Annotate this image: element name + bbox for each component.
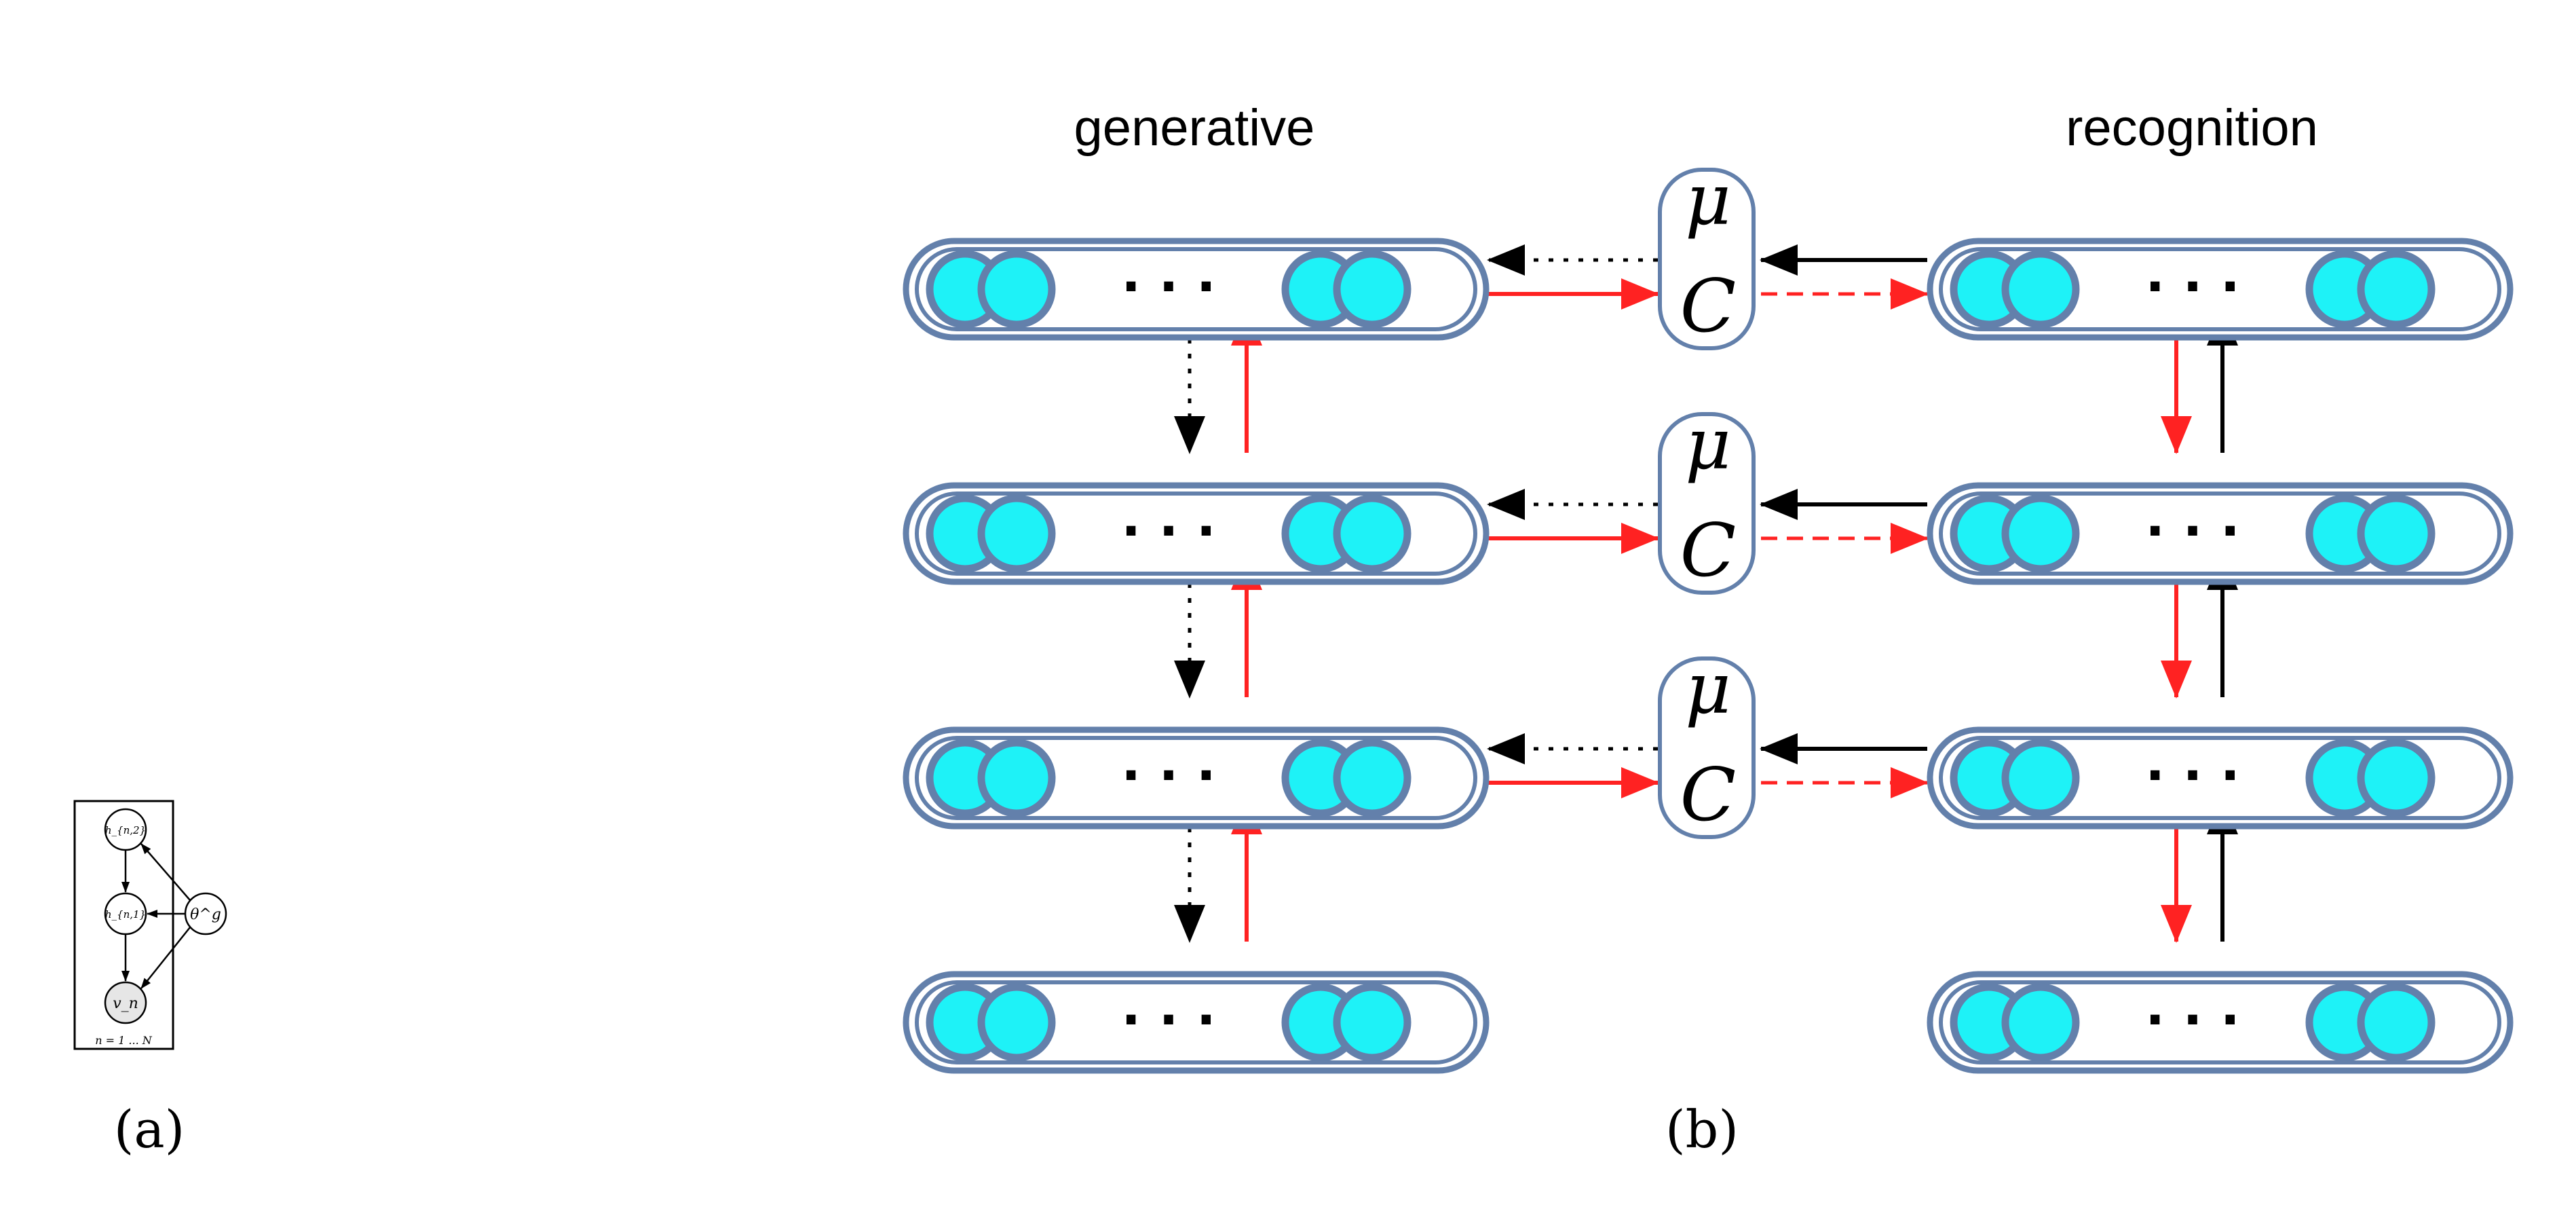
ellipsis-dots: · · · [1121,745,1216,805]
neuron-unit [977,739,1056,817]
param-box-2: μ C [1658,403,1756,595]
ellipsis-dots: · · · [2145,256,2240,316]
param-box-3: μ C [1658,647,1756,839]
neuron-unit [977,983,1056,1062]
ellipsis-dots: · · · [2145,745,2240,805]
neuron-unit [977,250,1056,329]
node-h2-label: h_{n,2} [105,824,146,836]
layer-inner-outline [1939,736,2501,820]
generative-layer-1: · · · [903,238,1490,341]
neuron-unit [2001,739,2080,817]
param-box-1: μ C [1658,158,1756,350]
panel-a: n = 1 ... N h_{n,2} h_{n,1} v_n θ^g (a) [73,800,227,1160]
node-theta: θ^g [184,892,227,935]
node-v-label: v_n [113,995,138,1012]
layer-inner-outline [915,492,1477,576]
recognition-layer-3: · · · [1927,726,2514,830]
panel-b: generative recognition [903,99,2514,1160]
layer-inner-outline [1939,980,2501,1064]
neuron-unit [2001,983,2080,1062]
neuron-unit [1333,983,1412,1062]
recognition-layer-1: · · · [1927,238,2514,341]
layer-inner-outline [915,736,1477,820]
neuron-unit [1333,494,1412,573]
layer-inner-outline [1939,247,2501,331]
neuron-unit [2001,494,2080,573]
neuron-unit [2357,494,2436,573]
ellipsis-dots: · · · [2145,989,2240,1050]
title-recognition: recognition [2066,99,2318,157]
param-c-1: C [1680,264,1737,349]
ellipsis-dots: · · · [1121,500,1216,561]
recognition-layer-4: · · · [1927,971,2514,1074]
node-v: v_n [104,981,147,1024]
node-h1: h_{n,1} [104,892,147,935]
caption-b: (b) [1665,1099,1739,1160]
ellipsis-dots: · · · [2145,500,2240,561]
neuron-unit [1333,250,1412,329]
ellipsis-dots: · · · [1121,989,1216,1050]
neuron-unit [2357,739,2436,817]
node-h2: h_{n,2} [104,808,147,851]
plate-label: n = 1 ... N [95,1034,152,1047]
neuron-unit [977,494,1056,573]
plate [73,800,174,1050]
neuron-unit [2357,250,2436,329]
generative-layer-4: · · · [903,971,1490,1074]
neuron-unit [2001,250,2080,329]
edge-theta-v [140,927,191,989]
param-c-3: C [1680,753,1737,838]
ellipsis-dots: · · · [1121,256,1216,316]
generative-layer-2: · · · [903,482,1490,585]
generative-layer-3: · · · [903,726,1490,830]
neuron-unit [1333,739,1412,817]
neuron-unit [2357,983,2436,1062]
recognition-layer-2: · · · [1927,482,2514,585]
param-mu-3: μ [1685,647,1731,730]
param-mu-1: μ [1685,158,1731,241]
edge-theta-h2 [140,843,191,901]
caption-a: (a) [114,1099,185,1160]
param-c-2: C [1680,508,1737,593]
network-layers: · · · · · · · · · · · · · · · · · · · · · · · · [903,238,2514,1074]
node-theta-label: θ^g [190,906,221,923]
layer-inner-outline [1939,492,2501,576]
node-h1-label: h_{n,1} [105,908,146,921]
param-mu-2: μ [1685,403,1731,485]
layer-inner-outline [915,247,1477,331]
title-generative: generative [1074,99,1315,157]
layer-inner-outline [915,980,1477,1064]
